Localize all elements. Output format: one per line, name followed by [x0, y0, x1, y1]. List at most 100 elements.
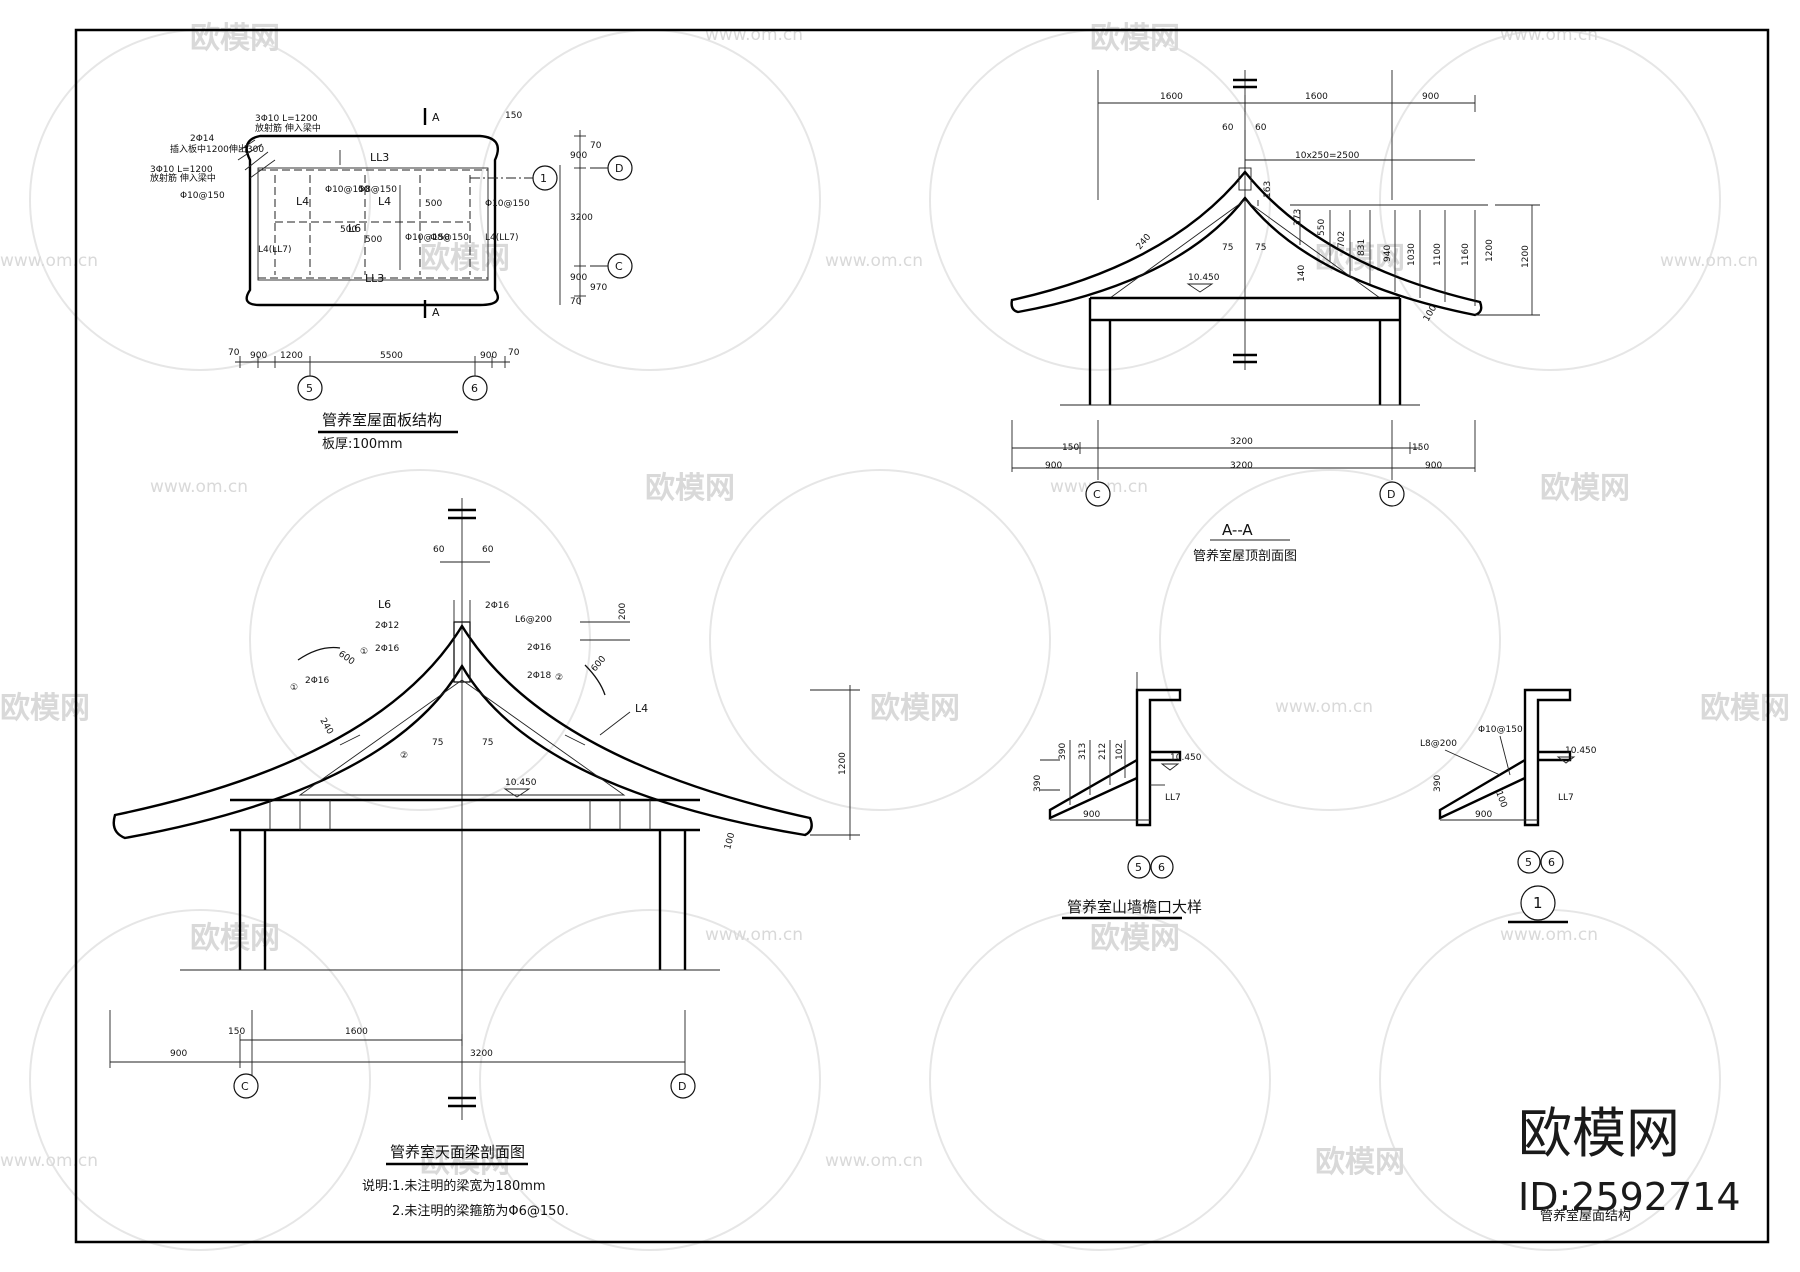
beam-ridge-dim: 60 [482, 545, 494, 555]
watermark-brand: 欧模网 [190, 21, 280, 56]
plan-dim: 500 [365, 235, 382, 245]
arc-dim: 600 [336, 649, 356, 667]
aa-bottom-dim: 150 [1062, 443, 1079, 453]
watermark-url: www.om.cn [150, 477, 248, 497]
gable-dim: 313 [1078, 743, 1088, 760]
plan-dim-v: 900 [570, 151, 587, 161]
roof-dim: 100 [1493, 790, 1508, 810]
beam-label: L6 [348, 222, 361, 235]
aa-ridge-dim: 60 [1222, 123, 1234, 133]
aa-bottom-dim: 900 [1425, 461, 1442, 471]
plan-dim-h: 1200 [280, 351, 303, 361]
beam-label-l4: L4 [635, 702, 648, 715]
beam-label: L4(LL7) [258, 245, 292, 255]
plan-dim-v: 900 [570, 273, 587, 283]
aa-title: A--A [1222, 521, 1253, 539]
beam-label: LL3 [365, 272, 384, 285]
watermark-brand: 欧模网 [190, 921, 280, 956]
brand-logo: 欧模网 [1518, 1102, 1680, 1165]
rebar-label: 2Φ16 [485, 601, 510, 611]
beam-dim: 100 [723, 831, 737, 850]
beam-ridge-dim: 60 [433, 545, 445, 555]
roof-dim: 390 [1433, 775, 1443, 792]
plan-dim-h: 900 [250, 351, 267, 361]
plan-dim-h: 70 [508, 348, 520, 358]
rebar-label: Φ10@150 [485, 199, 530, 209]
angle-label: 150 [505, 111, 522, 121]
aa-height: 831 [1357, 239, 1367, 256]
beam-bottom-dim: 1600 [345, 1027, 368, 1037]
roof-beam: LL7 [1558, 793, 1574, 803]
plan-subtitle: 板厚:100mm [322, 437, 403, 452]
axis-label: D [678, 1080, 686, 1093]
axis-label: D [615, 162, 623, 175]
watermark-url: www.om.cn [705, 925, 803, 945]
aa-height: 1030 [1407, 243, 1417, 266]
rebar-label: 2Φ12 [375, 621, 399, 631]
aa-top-dim: 1600 [1305, 92, 1328, 102]
rebar-label: 2Φ16 [375, 644, 400, 654]
aa-height: 1200 [1485, 239, 1495, 262]
aa-height: 940 [1383, 245, 1393, 262]
beam-dim: 75 [432, 738, 443, 748]
aa-subtitle: 管养室屋顶剖面图 [1193, 548, 1297, 564]
aa-height: 373 [1293, 209, 1303, 226]
watermark-url: www.om.cn [1500, 925, 1598, 945]
aa-misc: 140 [1297, 265, 1307, 282]
beam-label: L4 [296, 195, 309, 208]
rebar-label: L6@200 [515, 615, 552, 625]
plan-note: 放射筋 伸入梁中 [150, 172, 216, 184]
plan-dim-h: 900 [480, 351, 497, 361]
brand-id: ID:2592714 [1518, 1175, 1741, 1219]
beam-section: 60 60 L6 2Φ12 2Φ16 ① 2Φ16 L6@200 2Φ16 2Φ… [109, 498, 860, 1219]
plan-dim-h: 5500 [380, 351, 403, 361]
axis-label: 6 [471, 382, 478, 395]
plan-note: 3Φ10 L=1200 [150, 165, 213, 175]
rebar-label: 2Φ16 [305, 676, 330, 686]
gable-dim: 212 [1098, 743, 1108, 760]
plan-title: 管养室屋面板结构 [322, 411, 442, 429]
plan-dim-v: 3200 [570, 213, 593, 223]
watermark-url: www.om.cn [0, 251, 98, 271]
watermark-brand: 欧模网 [1315, 1145, 1405, 1180]
section-mark-a: A [432, 111, 440, 124]
plan-dim-v: 970 [590, 283, 607, 293]
beam-bottom-dim: 900 [170, 1049, 187, 1059]
beam-label: L4 [378, 195, 391, 208]
beam-dim: 75 [482, 738, 493, 748]
rebar-mark: ② [555, 673, 563, 683]
watermark-brand: 欧模网 [420, 1145, 510, 1180]
drawing-frame [74, 28, 1770, 1244]
beam-elevation: 10.450 [505, 778, 537, 788]
rebar-mark: ① [360, 647, 368, 657]
rebar-label: Φ10@150 [325, 185, 370, 195]
roof-slab-plan: A A 1 3Φ10 L=1200 放射筋 伸入梁中 2Φ14 插入板中1200… [150, 108, 633, 452]
beam-label: L4(LL7) [485, 233, 519, 243]
watermark-url: www.om.cn [705, 25, 803, 45]
roof-caption: 管养室屋面结构 [1540, 1208, 1631, 1224]
plan-dim-v: 70 [590, 141, 602, 151]
axis-label: 6 [1548, 856, 1555, 869]
beam-bottom-dim: 150 [228, 1027, 245, 1037]
beam-label-l6: L6 [378, 598, 391, 611]
plan-note: Φ10@150 [180, 191, 225, 201]
gable-elevation: 10.450 [1170, 753, 1202, 763]
note-2: 2.未注明的梁箍筋为Φ6@150. [392, 1203, 569, 1219]
aa-height: 702 [1337, 231, 1347, 248]
aa-height: 1160 [1461, 243, 1471, 266]
watermark-brand: 欧模网 [645, 471, 735, 506]
rebar-label: Φ8@150 [358, 185, 397, 195]
aa-ridge-dim: 60 [1255, 123, 1267, 133]
gable-dim: 390 [1058, 743, 1068, 760]
aa-bottom-dim: 150 [1412, 443, 1429, 453]
gable-dim: 390 [1033, 775, 1043, 792]
gable-eave-detail: 390 390 313 212 102 10.450 LL7 900 5 6 管… [1033, 672, 1202, 920]
roof-rebar: L8@200 [1420, 739, 1457, 749]
watermark-brand: 欧模网 [1540, 471, 1630, 506]
axis-label: 6 [1158, 861, 1165, 874]
aa-height: 1100 [1433, 243, 1443, 266]
watermark-brand: 欧模网 [1090, 21, 1180, 56]
arc-dim: 600 [590, 654, 609, 674]
axis-label: 5 [1525, 856, 1532, 869]
